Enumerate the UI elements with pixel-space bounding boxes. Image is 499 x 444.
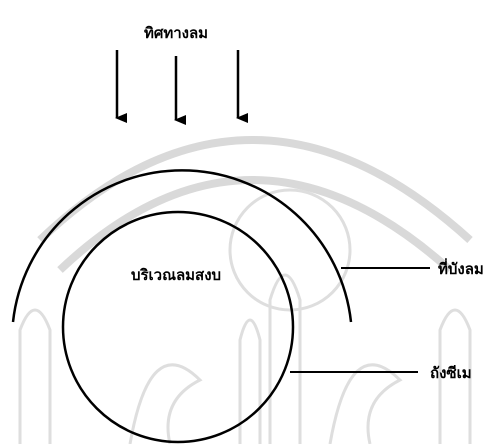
- windbreak-label: ที่บังลม: [438, 258, 484, 278]
- watermark-inner-arc: [57, 176, 453, 273]
- watermark-tower-center: [268, 273, 302, 444]
- tank-label: ถังซีเม: [430, 364, 472, 382]
- watermark-flame-left: [128, 363, 203, 444]
- watermark-flame-right: [328, 363, 403, 444]
- watermark-tower-left: [238, 318, 262, 444]
- watermark-tower-far-right: [438, 308, 472, 444]
- tank-circle: [61, 210, 295, 444]
- windbreak-arc: [11, 169, 353, 323]
- wind-direction-label: ทิศทางลม: [144, 24, 208, 42]
- calm-area-label: บริเวณลมสงบ: [131, 266, 221, 284]
- watermark-sun: [228, 188, 352, 312]
- watermark-tower-far-left: [18, 308, 52, 444]
